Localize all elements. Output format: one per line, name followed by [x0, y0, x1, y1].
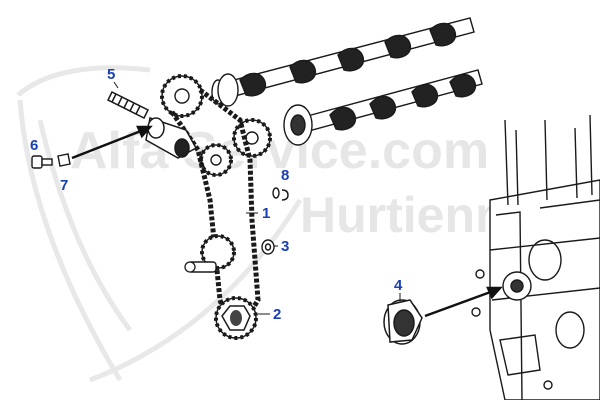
- leader-lines: [113, 81, 401, 315]
- watermark-line-1: Alfa Service.com: [70, 122, 489, 180]
- part-labels: 1 2 3 4 5 6 7 8: [30, 66, 403, 323]
- part-label-3: 3: [281, 238, 289, 255]
- right-cam-sprocket: [232, 118, 272, 158]
- crankshaft-sprocket: [214, 296, 258, 340]
- washer-part-7: [57, 153, 71, 167]
- idler-sprocket: [199, 143, 233, 177]
- upper-cam-sprocket: [160, 74, 204, 118]
- part-label-6: 6: [30, 137, 38, 154]
- engine-block: [471, 114, 600, 400]
- bearing-part-4: [383, 299, 423, 345]
- part-label-8: 8: [281, 167, 289, 184]
- chain-tensioner-sprocket: [184, 234, 236, 273]
- part-label-7: 7: [60, 177, 68, 194]
- lower-camshaft: [283, 69, 483, 146]
- pointer-arrows: [71, 125, 503, 318]
- arrow-bearing-to-block: [424, 288, 497, 318]
- watermark: Alfa Service.com Hurtienne: [16, 65, 533, 383]
- part-label-5: 5: [107, 66, 115, 83]
- arrow-tensioner-to-bolt: [71, 127, 147, 160]
- alfa-shield-logo-icon: [16, 65, 303, 383]
- part-label-4: 4: [394, 277, 403, 294]
- upper-camshaft: [211, 17, 475, 107]
- clip-part-8: [272, 187, 289, 201]
- part-label-1: 1: [262, 205, 270, 222]
- bolt-part-6: [31, 155, 53, 169]
- part-label-2: 2: [273, 306, 281, 323]
- chain-tensioner-spring: [106, 90, 150, 120]
- washer-part-3: [261, 239, 275, 255]
